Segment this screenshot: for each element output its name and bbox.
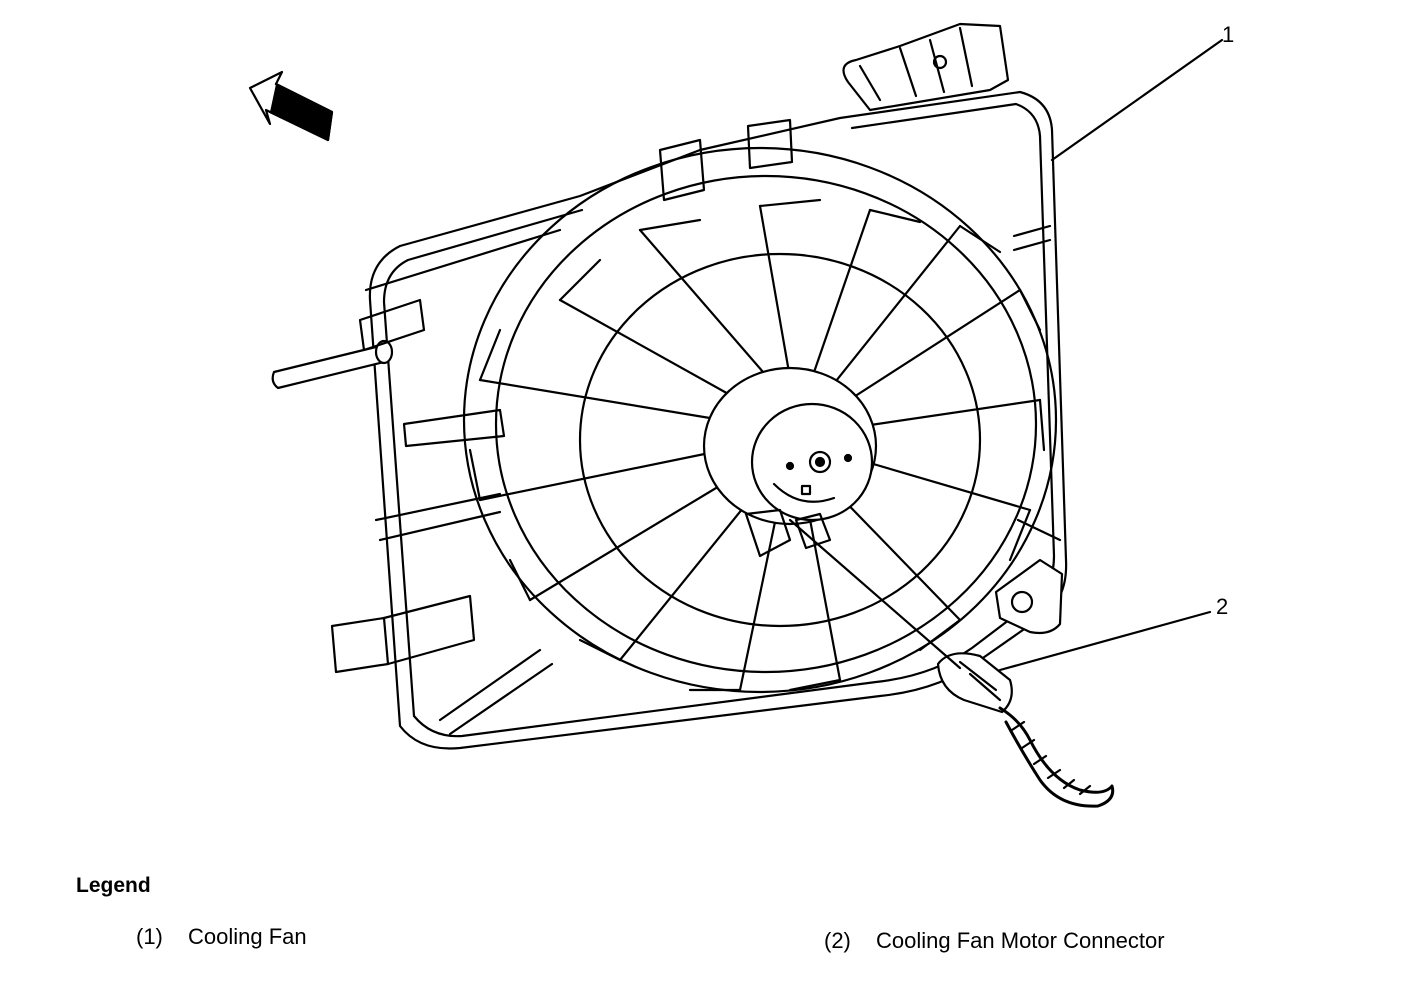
fan-shroud bbox=[271, 22, 1068, 750]
leader-line-2 bbox=[788, 518, 1212, 672]
leader-line-1 bbox=[1050, 38, 1224, 162]
legend-item-motor-connector: (2) Cooling Fan Motor Connector bbox=[824, 928, 1165, 954]
direction-arrow-icon bbox=[248, 70, 334, 142]
cooling-fan-diagram bbox=[248, 22, 1224, 808]
cooling-fan-motor-connector bbox=[936, 652, 1115, 808]
cooling-fan-assembly bbox=[462, 118, 1058, 694]
legend-label: Cooling Fan Motor Connector bbox=[876, 928, 1165, 953]
callout-2: 2 bbox=[1216, 594, 1229, 619]
legend-title: Legend bbox=[76, 874, 151, 897]
legend-number: (2) bbox=[824, 928, 851, 953]
legend-number: (1) bbox=[136, 924, 163, 949]
legend-label: Cooling Fan bbox=[188, 924, 307, 949]
callout-1: 1 bbox=[1222, 22, 1235, 47]
legend-item-cooling-fan: (1) Cooling Fan bbox=[136, 924, 307, 950]
